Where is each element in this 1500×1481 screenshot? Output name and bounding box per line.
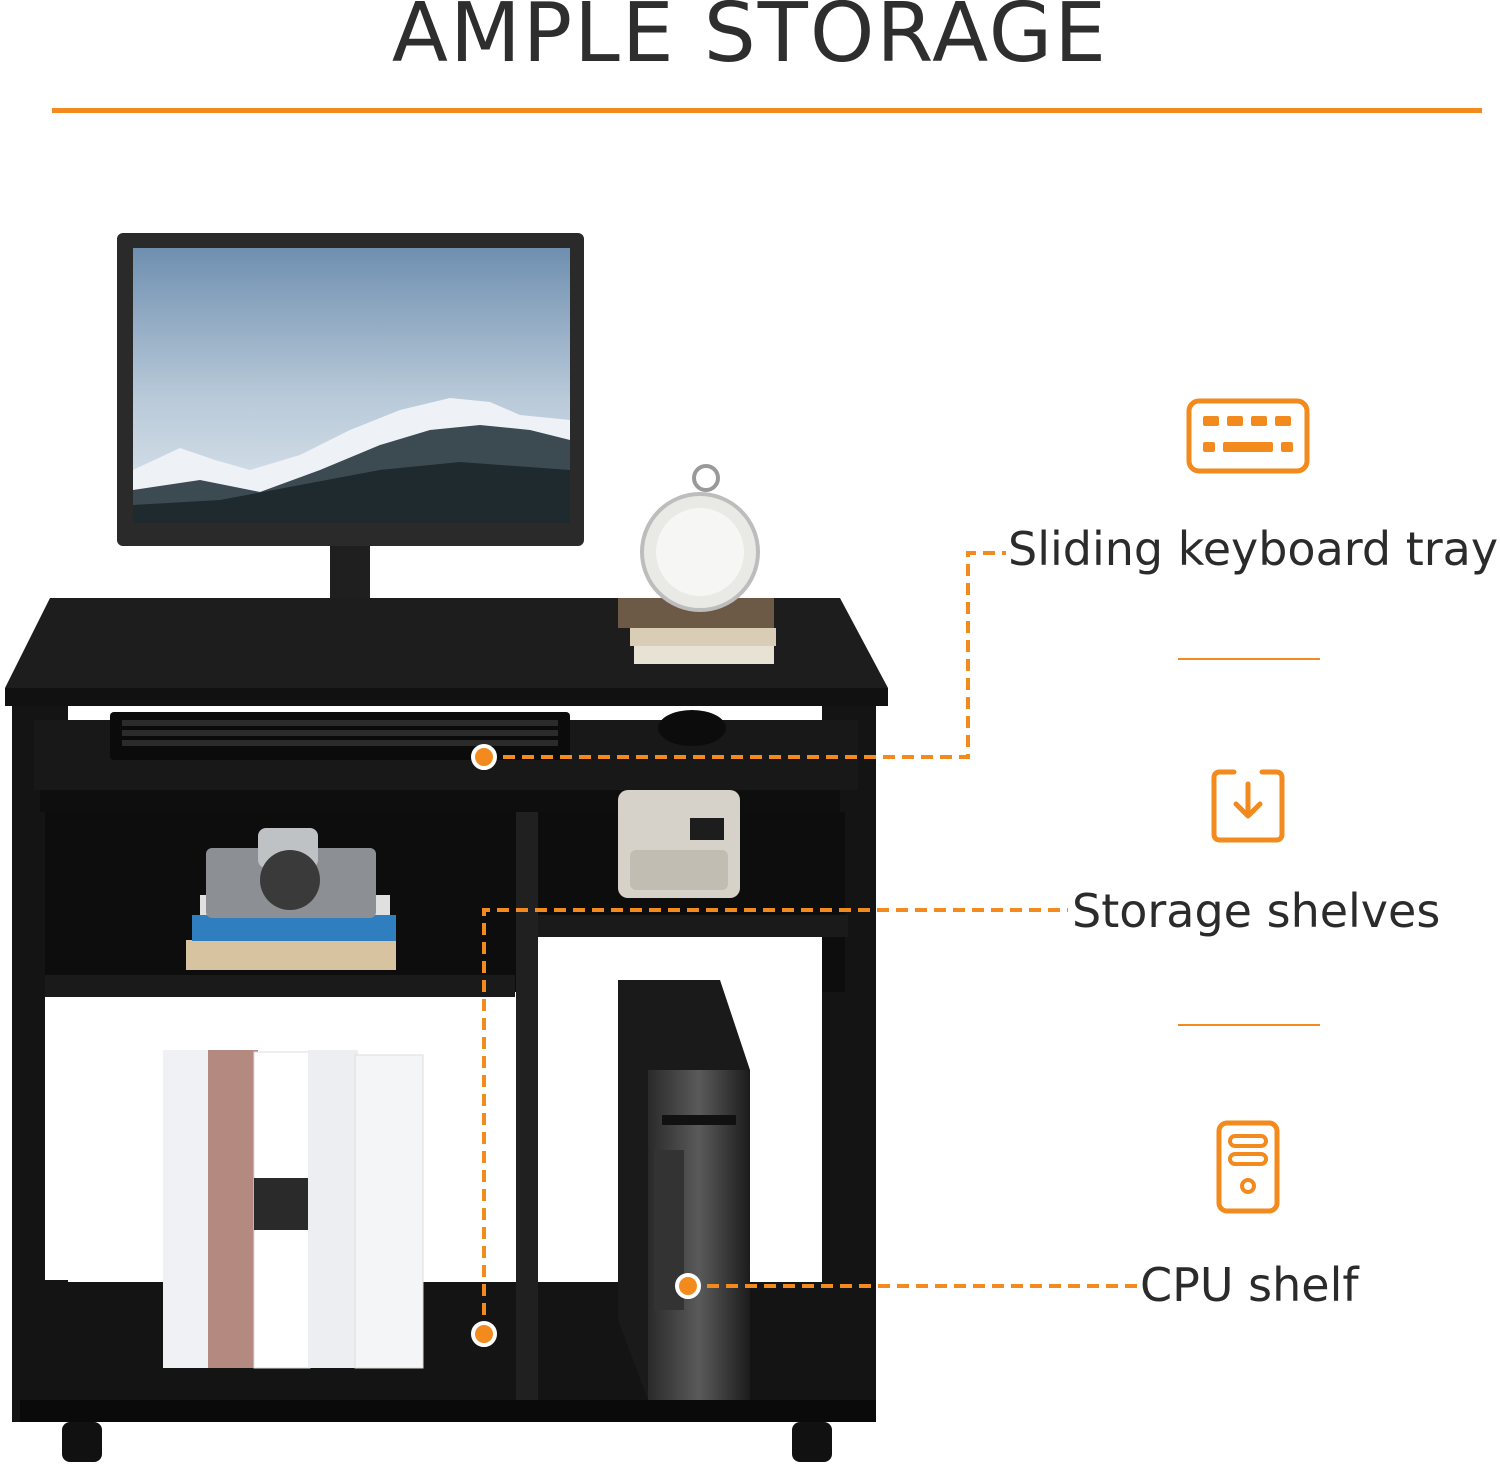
feature-label-storage-shelves: Storage shelves	[1072, 884, 1441, 938]
keyboard-icon	[1186, 398, 1310, 474]
books	[163, 1050, 424, 1369]
callout-dots	[471, 744, 701, 1347]
computer-tower-icon	[1216, 1120, 1280, 1214]
page-title: AMPLE STORAGE	[391, 0, 1109, 81]
camera-on-books	[186, 828, 396, 970]
feature-label-cpu-shelf: CPU shelf	[1140, 1258, 1359, 1312]
callout-line-shelves	[482, 908, 1068, 1334]
drawer-download-icon	[1211, 769, 1285, 843]
clock-on-books	[618, 464, 776, 664]
title-underline	[52, 108, 1482, 113]
feature-divider	[1178, 658, 1320, 660]
monitor	[117, 233, 584, 640]
callout-lines	[482, 551, 1138, 1334]
speaker	[618, 790, 740, 898]
feature-divider	[1178, 1024, 1320, 1026]
feature-label-keyboard-tray: Sliding keyboard tray	[1008, 522, 1499, 576]
cpu-tower	[618, 980, 750, 1400]
callout-line-keyboard	[484, 551, 1006, 759]
